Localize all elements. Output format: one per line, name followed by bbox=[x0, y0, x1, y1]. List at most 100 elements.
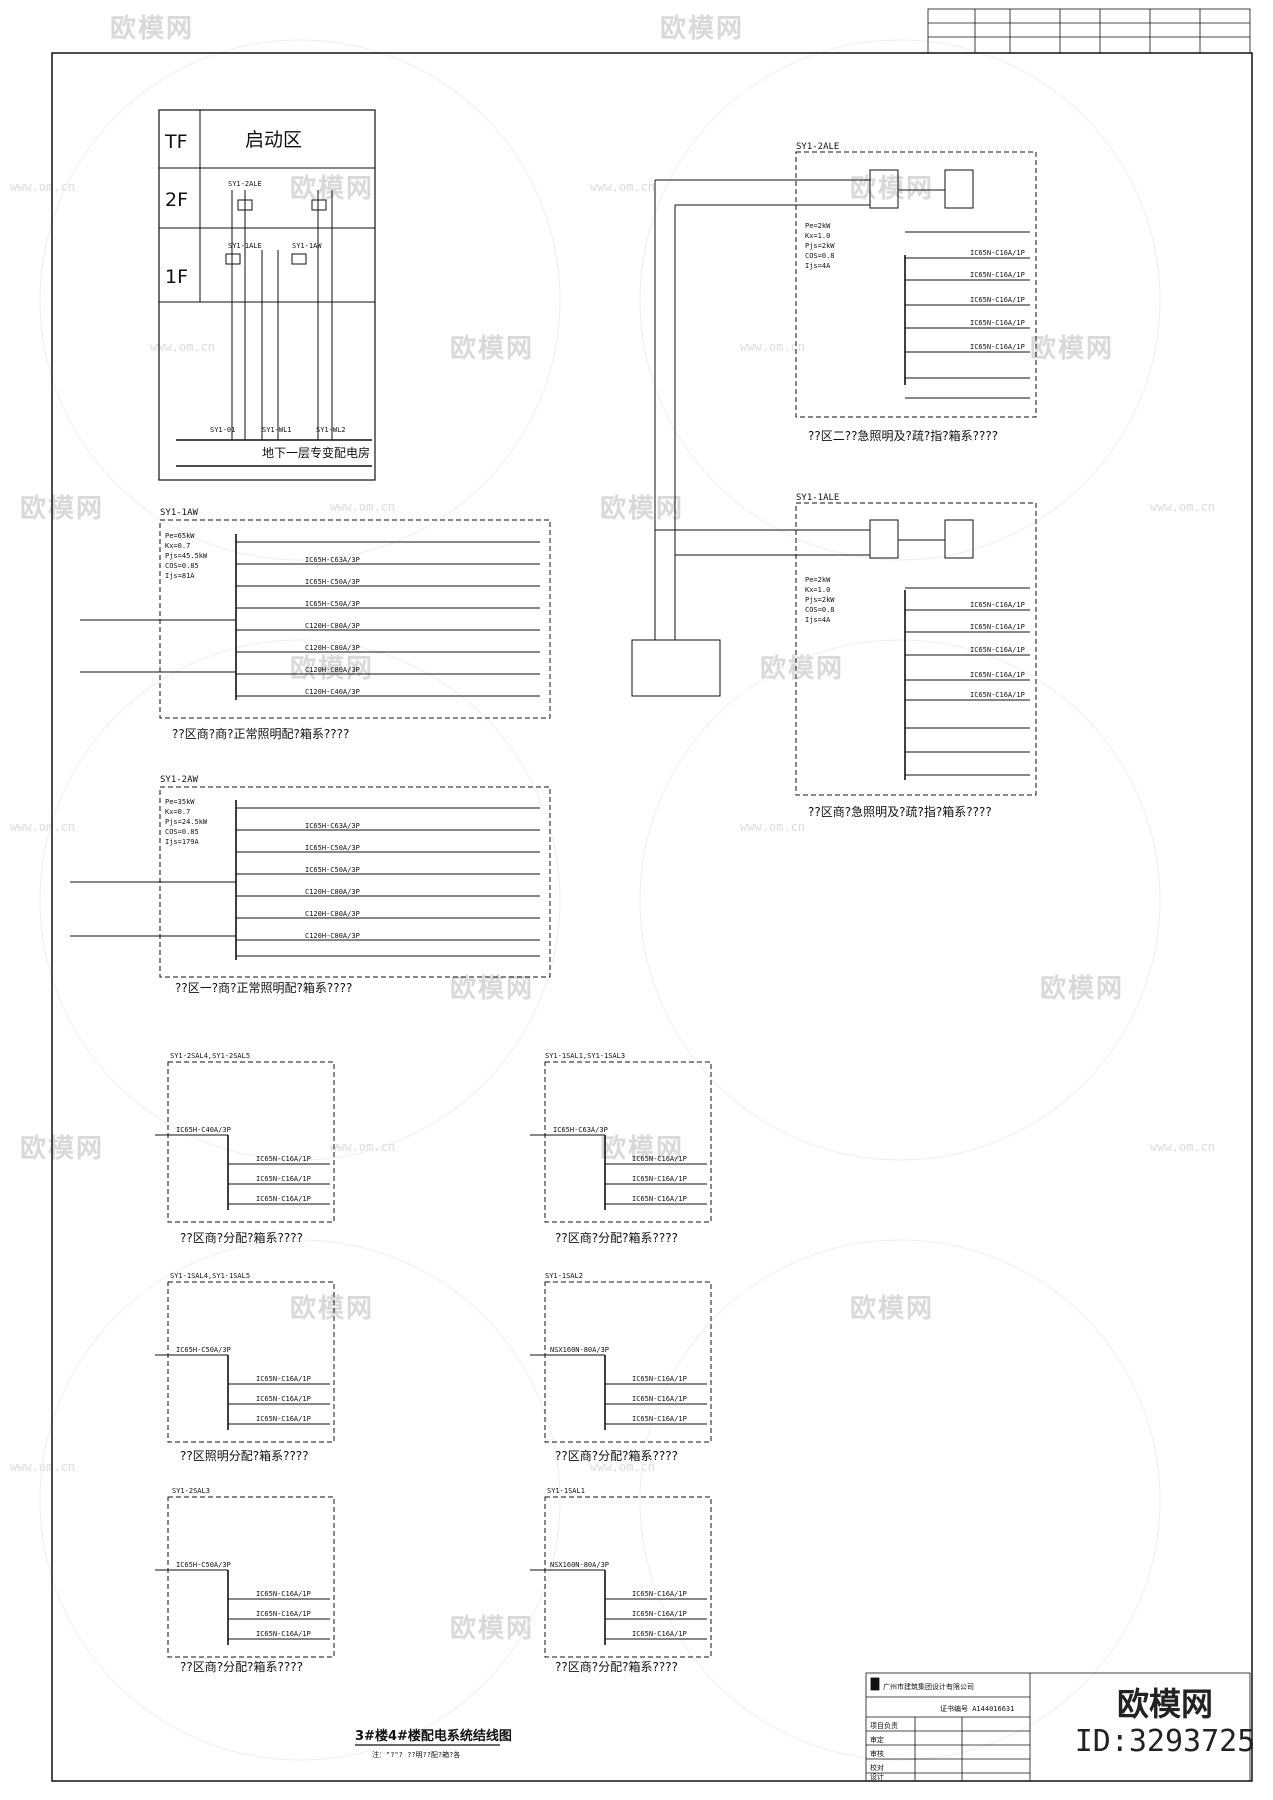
branch-breaker: C120H-C80A/3P bbox=[305, 644, 360, 652]
panel-caption: ??区商?急照明及?疏?指?箱系???? bbox=[808, 804, 992, 819]
small-outgoing: IC65N-C16A/1P bbox=[256, 1590, 311, 1598]
watermark-url: www.om.cn bbox=[590, 1460, 656, 1474]
watermark-text: 欧模网 bbox=[290, 1294, 375, 1324]
panel-param: Ijs=179A bbox=[165, 838, 200, 846]
branch-breaker: IC65N-C16A/1P bbox=[970, 249, 1025, 257]
small-outgoing: IC65N-C16A/1P bbox=[632, 1155, 687, 1163]
riser-label-tf: TF bbox=[164, 131, 188, 153]
panel-param: COS=0.8 bbox=[805, 252, 835, 260]
small-outgoing: IC65N-C16A/1P bbox=[632, 1395, 687, 1403]
small-outgoing: IC65N-C16A/1P bbox=[632, 1610, 687, 1618]
small-panel-title: SY1-2SAL4,SY1-2SAL5 bbox=[170, 1052, 250, 1060]
panel-sy1-1ale: SY1-1ALE Pe=2kW Kx=1.0 Pjs=2kW COS=0.8 I… bbox=[631, 493, 1037, 819]
panel-param: COS=0.8 bbox=[805, 606, 835, 614]
small-outgoing: IC65N-C16A/1P bbox=[256, 1395, 311, 1403]
small-panel-caption: ??区商?分配?箱系???? bbox=[180, 1659, 303, 1674]
riser-panel-label: SY1-1AW bbox=[292, 242, 322, 250]
drawing-note: 注："?"? ??明??配?箱?各 bbox=[372, 1750, 460, 1759]
branch-breaker: IC65N-C16A/1P bbox=[970, 646, 1025, 654]
riser-panel-label: SY1-2ALE bbox=[228, 180, 262, 188]
branch-breaker: IC65H-C63A/3P bbox=[305, 556, 360, 564]
riser-substation-label: 地下一层专变配电房 bbox=[262, 445, 370, 460]
small-panel-title: SY1-1SAL1,SY1-1SAL3 bbox=[545, 1052, 625, 1060]
watermark-text: 欧模网 bbox=[450, 974, 535, 1004]
watermark-url: www.om.cn bbox=[740, 340, 806, 354]
watermark-text: 欧模网 bbox=[20, 494, 105, 524]
panel-param: Pe=2kW bbox=[805, 222, 831, 230]
panel-sy1-2aw: SY1-2AW Pe=35kW Kx=0.7 Pjs=24.5kW COS=0.… bbox=[70, 775, 551, 995]
riser-panel-label: SY1-01 bbox=[210, 426, 235, 434]
watermark-text: 欧模网 bbox=[1040, 974, 1125, 1004]
branch-breaker: IC65H-C50A/3P bbox=[305, 600, 360, 608]
title-row: 设计 bbox=[870, 1772, 884, 1781]
small-outgoing: IC65N-C16A/1P bbox=[632, 1375, 687, 1383]
small-panel: SY1-1SAL2 NSX160N-80A/3P IC65N-C16A/1P I… bbox=[530, 1272, 712, 1463]
background-pattern bbox=[39, 39, 1161, 1761]
watermark-text: 欧模网 bbox=[110, 14, 195, 44]
riser-diagram: TF 启动区 2F 1F SY1-2ALE SY1-1ALE SY1-1AW S… bbox=[158, 109, 376, 481]
branch-breaker: IC65H-C63A/3P bbox=[305, 822, 360, 830]
watermark-text: 欧模网 bbox=[450, 1614, 535, 1644]
small-outgoing: IC65N-C16A/1P bbox=[256, 1195, 311, 1203]
small-outgoing: IC65N-C16A/1P bbox=[256, 1155, 311, 1163]
watermark-url: www.om.cn bbox=[330, 500, 396, 514]
panel-param: Kx=0.7 bbox=[165, 808, 190, 816]
branch-breaker: C120H-C80A/3P bbox=[305, 666, 360, 674]
panel-caption: ??区商?商?正常照明配?箱系???? bbox=[172, 726, 349, 741]
small-panel-caption: ??区商?分配?箱系???? bbox=[555, 1230, 678, 1245]
small-panel-title: SY1-1SAL1 bbox=[547, 1487, 585, 1495]
watermark-text: 欧模网 bbox=[290, 654, 375, 684]
panel-sy1-1aw: SY1-1AW Pe=65kW Kx=0.7 Pjs=45.5kW COS=0.… bbox=[80, 508, 551, 741]
title-block bbox=[865, 1672, 1251, 1782]
small-panel-caption: ??区商?分配?箱系???? bbox=[180, 1230, 303, 1245]
small-outgoing: IC65N-C16A/1P bbox=[256, 1375, 311, 1383]
brand-logo: 欧模网 bbox=[1116, 1685, 1213, 1723]
branch-breaker: IC65N-C16A/1P bbox=[970, 691, 1025, 699]
branch-breaker: IC65N-C16A/1P bbox=[970, 343, 1025, 351]
panel-sy1-2ale: SY1-2ALE Pe=2kW Kx=1.0 Pjs=2kW COS=0.8 I… bbox=[654, 142, 1037, 640]
watermark-text: 欧模网 bbox=[600, 1134, 685, 1164]
title-row: 校对 bbox=[870, 1763, 884, 1772]
small-outgoing: IC65N-C16A/1P bbox=[632, 1630, 687, 1638]
small-panel-main: NSX160N-80A/3P bbox=[550, 1561, 609, 1569]
title-row: 审核 bbox=[870, 1749, 884, 1758]
small-panel: SY1-2SAL4,SY1-2SAL5 IC65H-C40A/3P IC65N-… bbox=[155, 1052, 335, 1245]
small-panel-main: NSX160N-80A/3P bbox=[550, 1346, 609, 1354]
small-panel-title: SY1-1SAL4,SY1-1SAL5 bbox=[170, 1272, 250, 1280]
watermark-text: 欧模网 bbox=[660, 14, 745, 44]
branch-breaker: IC65H-C50A/3P bbox=[305, 578, 360, 586]
title-row: 审定 bbox=[870, 1735, 884, 1744]
panel-title: SY1-2ALE bbox=[796, 142, 839, 152]
watermark-text: 欧模网 bbox=[600, 494, 685, 524]
riser-label-zone: 启动区 bbox=[245, 129, 302, 151]
watermark-url: www.om.cn bbox=[10, 820, 76, 834]
branch-breaker: C120H-C80A/3P bbox=[305, 910, 360, 918]
small-panel: SY1-1SAL4,SY1-1SAL5 IC65H-C50A/3P IC65N-… bbox=[155, 1272, 335, 1463]
branch-breaker: IC65H-C50A/3P bbox=[305, 844, 360, 852]
watermark-url: www.om.cn bbox=[1150, 500, 1216, 514]
branch-breaker: IC65H-C50A/3P bbox=[305, 866, 360, 874]
small-outgoing: IC65N-C16A/1P bbox=[632, 1175, 687, 1183]
riser-label-1f: 1F bbox=[165, 266, 188, 288]
cert-number: 证书编号 A144016631 bbox=[940, 1704, 1014, 1713]
panel-param: Pjs=2kW bbox=[805, 242, 835, 250]
panel-param: Kx=1.0 bbox=[805, 586, 830, 594]
watermark-url: www.om.cn bbox=[10, 180, 76, 194]
panel-param: Ijs=4A bbox=[805, 262, 831, 270]
watermark-text: 欧模网 bbox=[290, 174, 375, 204]
panel-param: Pe=65kW bbox=[165, 532, 195, 540]
small-panel-title: SY1-2SAL3 bbox=[172, 1487, 210, 1495]
panel-title: SY1-2AW bbox=[160, 775, 199, 785]
watermark-text: 欧模网 bbox=[760, 654, 845, 684]
small-panel-main: IC65H-C50A/3P bbox=[176, 1346, 231, 1354]
small-outgoing: IC65N-C16A/1P bbox=[632, 1195, 687, 1203]
small-outgoing: IC65N-C16A/1P bbox=[256, 1175, 311, 1183]
branch-breaker: IC65N-C16A/1P bbox=[970, 601, 1025, 609]
panel-param: Ijs=81A bbox=[165, 572, 195, 580]
branch-breaker: IC65N-C16A/1P bbox=[970, 671, 1025, 679]
branch-breaker: C120H-C80A/3P bbox=[305, 888, 360, 896]
panel-param: Pe=35kW bbox=[165, 798, 195, 806]
watermark-url: www.om.cn bbox=[740, 820, 806, 834]
branch-breaker: C120H-C80A/3P bbox=[305, 932, 360, 940]
